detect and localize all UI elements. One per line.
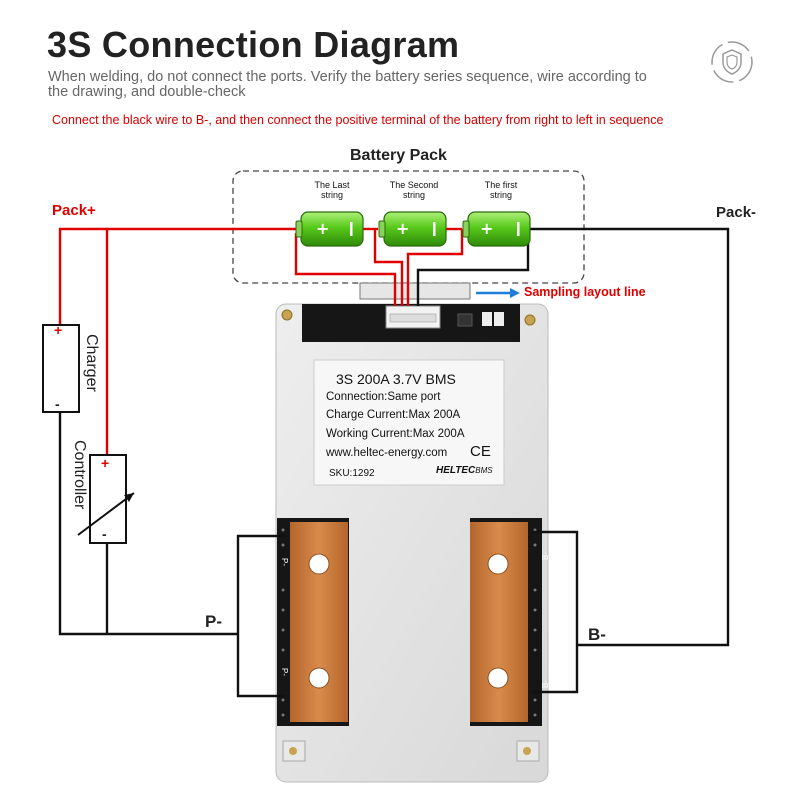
b-minus-label: B- [588,625,606,644]
battery-cell-first: + [462,211,531,247]
bms-charge-current: Charge Current:Max 200A [326,409,461,421]
bms-label-sticker [313,359,505,486]
b-minus-copper-bar [470,522,528,722]
battery-cell-second: + [378,211,447,247]
subtitle: When welding, do not connect the ports. … [48,69,647,100]
sampling-label: Sampling layout line [524,285,646,299]
brand-logo: HELTECBMS [436,465,493,476]
svg-text:+: + [480,219,493,238]
cell-label-last: The Last string [314,180,350,200]
shield-icon [711,41,753,83]
sampling-arrow [476,288,520,298]
bms-connection: Connection:Same port [326,391,441,403]
controller-label: Controller [71,440,88,510]
charger-label: Charger [83,334,100,392]
bms-board [275,303,549,783]
battery-cells: + + + [295,211,531,247]
controller-symbol [77,454,135,544]
svg-text:+: + [396,219,409,238]
instruction-note: Connect the black wire to B-, and then c… [52,113,664,127]
ce-mark: CE [470,443,491,460]
battery-pack-title: Battery Pack [350,147,447,164]
bms-working-current: Working Current:Max 200A [326,428,465,440]
bms-website: www.heltec-energy.com [326,447,448,459]
p-minus-label: P- [205,612,222,631]
pad-label-left-bottom: P- [280,668,289,676]
p-minus-copper-bar [290,522,348,722]
pack-minus-label: Pack- [716,204,757,221]
battery-cell-last: + [295,211,364,247]
pad-label-left-top: P- [280,558,289,566]
charger-symbol [42,324,80,413]
charger-plus-sign: + [54,322,63,338]
controller-minus-sign: - [102,526,107,542]
controller-plus-sign: + [101,455,110,471]
bms-model: 3S 200A 3.7V BMS [336,371,456,387]
pad-label-right-top: B- [541,552,550,560]
cell-label-first: The first string [484,180,518,200]
page-title: 3S Connection Diagram [47,24,460,65]
svg-text:+: + [316,219,329,238]
charger-minus-sign: - [55,396,60,412]
pad-label-right-bottom: B- [541,680,550,688]
battery-pack-box [232,170,585,284]
cell-label-second: The Second string [389,180,439,200]
bms-sku: SKU:1292 [329,468,375,479]
pack-plus-label: Pack+ [52,202,96,219]
